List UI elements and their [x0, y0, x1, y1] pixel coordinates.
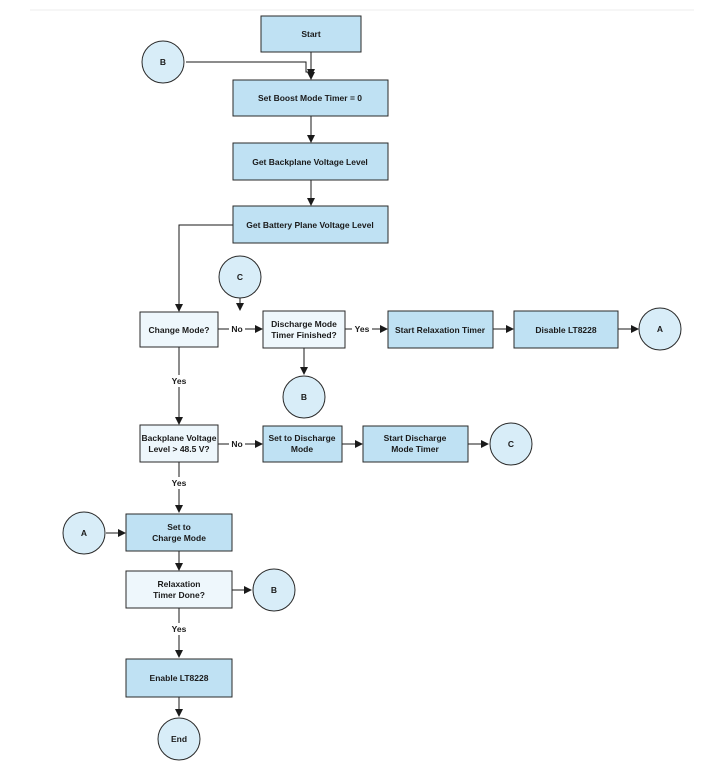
- edge-get-battery-to-change-mode: [175, 224, 233, 312]
- node-start-relaxation-label: Start Relaxation Timer: [395, 325, 486, 335]
- edge-label-yes-discharge-finished: Yes: [355, 324, 370, 334]
- node-set-discharge: Set to Discharge Mode: [262, 425, 343, 463]
- node-discharge-finished-label-2: Timer Finished?: [271, 330, 337, 340]
- node-relaxation-done: Relaxation Timer Done?: [125, 570, 233, 609]
- connector-a-right-label: A: [657, 324, 663, 334]
- node-change-mode-label: Change Mode?: [149, 325, 210, 335]
- node-start-discharge-timer-label-2: Mode Timer: [391, 444, 439, 454]
- edge-label-no-backplane-check: No: [231, 439, 242, 449]
- node-end: End: [157, 717, 201, 761]
- connector-a-left: A: [62, 511, 106, 555]
- node-set-charge-label-2: Charge Mode: [152, 533, 206, 543]
- node-set-timer: Set Boost Mode Timer = 0: [232, 79, 389, 117]
- node-start-relaxation: Start Relaxation Timer: [387, 310, 494, 349]
- connector-b-mid: B: [282, 375, 326, 419]
- connector-b-bottom-label: B: [271, 585, 277, 595]
- node-discharge-finished-label-1: Discharge Mode: [271, 319, 337, 329]
- connector-c-top: C: [218, 255, 262, 299]
- connector-b-bottom: B: [252, 568, 296, 612]
- node-set-discharge-label-2: Mode: [291, 444, 313, 454]
- edge-label-no-change-mode: No: [231, 324, 242, 334]
- node-relaxation-done-label-2: Timer Done?: [153, 590, 205, 600]
- node-set-charge-label-1: Set to: [167, 522, 191, 532]
- node-get-battery-label: Get Battery Plane Voltage Level: [246, 220, 373, 230]
- connector-a-left-label: A: [81, 528, 87, 538]
- node-get-backplane-label: Get Backplane Voltage Level: [252, 157, 368, 167]
- node-disable-lt-label: Disable LT8228: [535, 325, 597, 335]
- node-backplane-check-label-1: Backplane Voltage: [142, 433, 217, 443]
- edge-labels: No Yes Yes No Yes Yes: [168, 323, 372, 635]
- connector-c-top-label: C: [237, 272, 243, 282]
- node-relaxation-done-label-1: Relaxation: [158, 579, 201, 589]
- node-start-discharge-timer: Start Discharge Mode Timer: [362, 425, 469, 463]
- node-start-label: Start: [301, 29, 321, 39]
- node-set-charge: Set to Charge Mode: [125, 513, 233, 552]
- connector-b-top-label: B: [160, 57, 166, 67]
- edge-label-yes-change-mode: Yes: [172, 376, 187, 386]
- connector-b-top: B: [141, 40, 185, 84]
- edge-label-yes-backplane-check: Yes: [172, 478, 187, 488]
- node-change-mode: Change Mode?: [139, 311, 219, 348]
- node-backplane-check-label-2: Level > 48.5 V?: [148, 444, 209, 454]
- connector-c-right-label: C: [508, 439, 514, 449]
- node-end-label: End: [171, 734, 187, 744]
- node-get-battery: Get Battery Plane Voltage Level: [232, 205, 389, 244]
- edge-b-to-set-timer: [186, 61, 315, 77]
- edge-label-yes-relaxation-done: Yes: [172, 624, 187, 634]
- node-disable-lt: Disable LT8228: [513, 310, 619, 349]
- connector-b-mid-label: B: [301, 392, 307, 402]
- node-discharge-finished: Discharge Mode Timer Finished?: [262, 310, 346, 349]
- node-enable-lt-label: Enable LT8228: [150, 673, 209, 683]
- node-set-discharge-label-1: Set to Discharge: [268, 433, 335, 443]
- node-get-backplane: Get Backplane Voltage Level: [232, 142, 389, 181]
- node-start: Start: [260, 15, 362, 53]
- node-start-discharge-timer-label-1: Start Discharge: [384, 433, 447, 443]
- connector-a-right: A: [638, 307, 682, 351]
- node-backplane-check: Backplane Voltage Level > 48.5 V?: [139, 424, 219, 463]
- connector-c-right: C: [489, 422, 533, 466]
- node-enable-lt: Enable LT8228: [125, 658, 233, 698]
- node-set-timer-label: Set Boost Mode Timer = 0: [258, 93, 362, 103]
